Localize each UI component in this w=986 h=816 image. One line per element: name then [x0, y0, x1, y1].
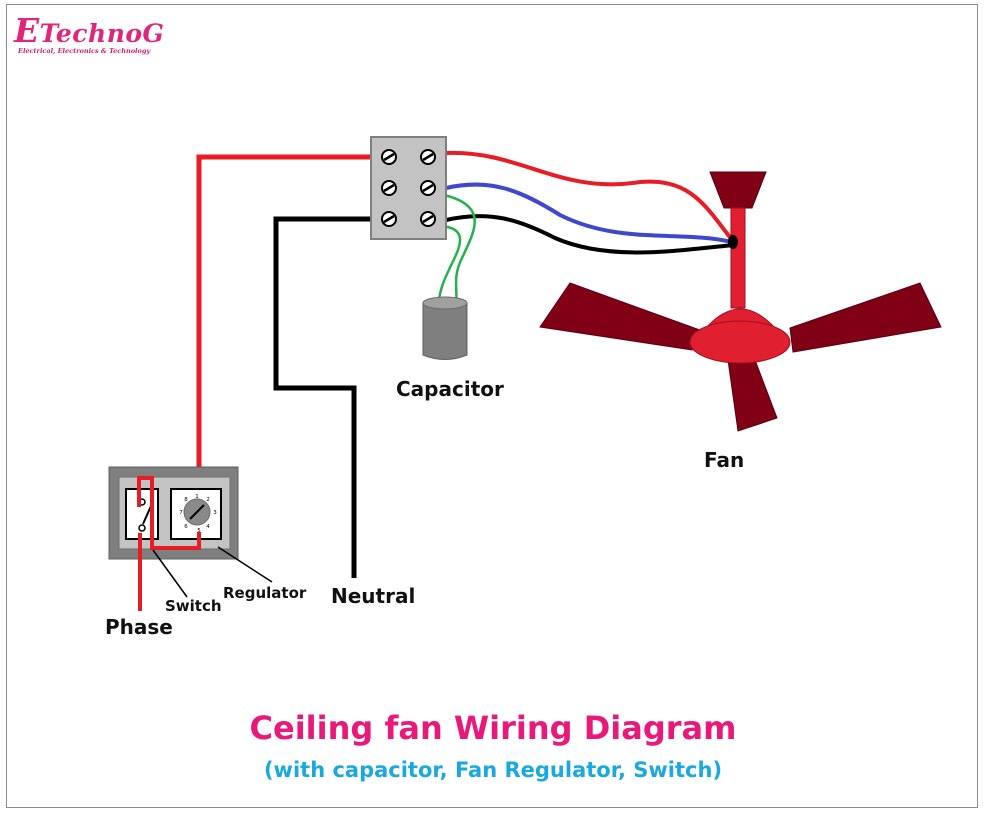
switchboard-internal-wire: [137, 476, 201, 550]
regulator-label: Regulator: [223, 584, 307, 602]
dial-number: 5: [197, 528, 201, 534]
dial-number: 6: [184, 524, 188, 530]
switch-label: Switch: [165, 597, 222, 615]
capacitor-wire-1: [439, 192, 476, 304]
fan-blade-right: [789, 282, 942, 353]
phase-label: Phase: [105, 615, 173, 639]
fan-wire-black: [445, 214, 735, 255]
brand-logo: ETechnoG Electrical, Electronics & Techn…: [14, 14, 165, 55]
diagram-title: Ceiling fan Wiring Diagram: [249, 709, 737, 747]
fan-downrod: [730, 207, 746, 309]
dial-number: 2: [206, 497, 210, 503]
dial-number: 1: [195, 494, 199, 500]
dial-number: 3: [213, 510, 217, 516]
dial-number: 8: [184, 497, 188, 503]
diagram-frame: [6, 4, 978, 808]
fan-wire-junction: [728, 235, 738, 249]
fan-hub: [689, 320, 791, 364]
neutral-label: Neutral: [331, 584, 416, 608]
fan-label: Fan: [704, 448, 745, 472]
fan-wire-red: [445, 150, 734, 242]
dial-number: 4: [206, 524, 210, 530]
regulator-leader-line: [217, 546, 273, 583]
neutral-wire: [273, 216, 372, 578]
capacitor-label: Capacitor: [396, 377, 504, 401]
capacitor: [422, 296, 468, 360]
switch-leader-line: [152, 549, 188, 598]
fan-blade-bottom: [727, 359, 778, 432]
logo-initial: E: [14, 11, 40, 50]
regulator-dial: [183, 498, 211, 526]
fan-blade-left: [539, 282, 701, 351]
screw-slots: [383, 152, 434, 224]
phase-wire-to-box: [196, 154, 372, 490]
diagram-subtitle: (with capacitor, Fan Regulator, Switch): [263, 758, 723, 782]
logo-tagline: Electrical, Electronics & Technology: [18, 47, 151, 55]
fan-canopy: [709, 171, 767, 209]
capacitor-wire-2: [436, 224, 462, 304]
dial-number: 7: [179, 510, 183, 516]
fan-wire-blue: [445, 182, 733, 244]
logo-name: TechnoG: [39, 19, 165, 48]
